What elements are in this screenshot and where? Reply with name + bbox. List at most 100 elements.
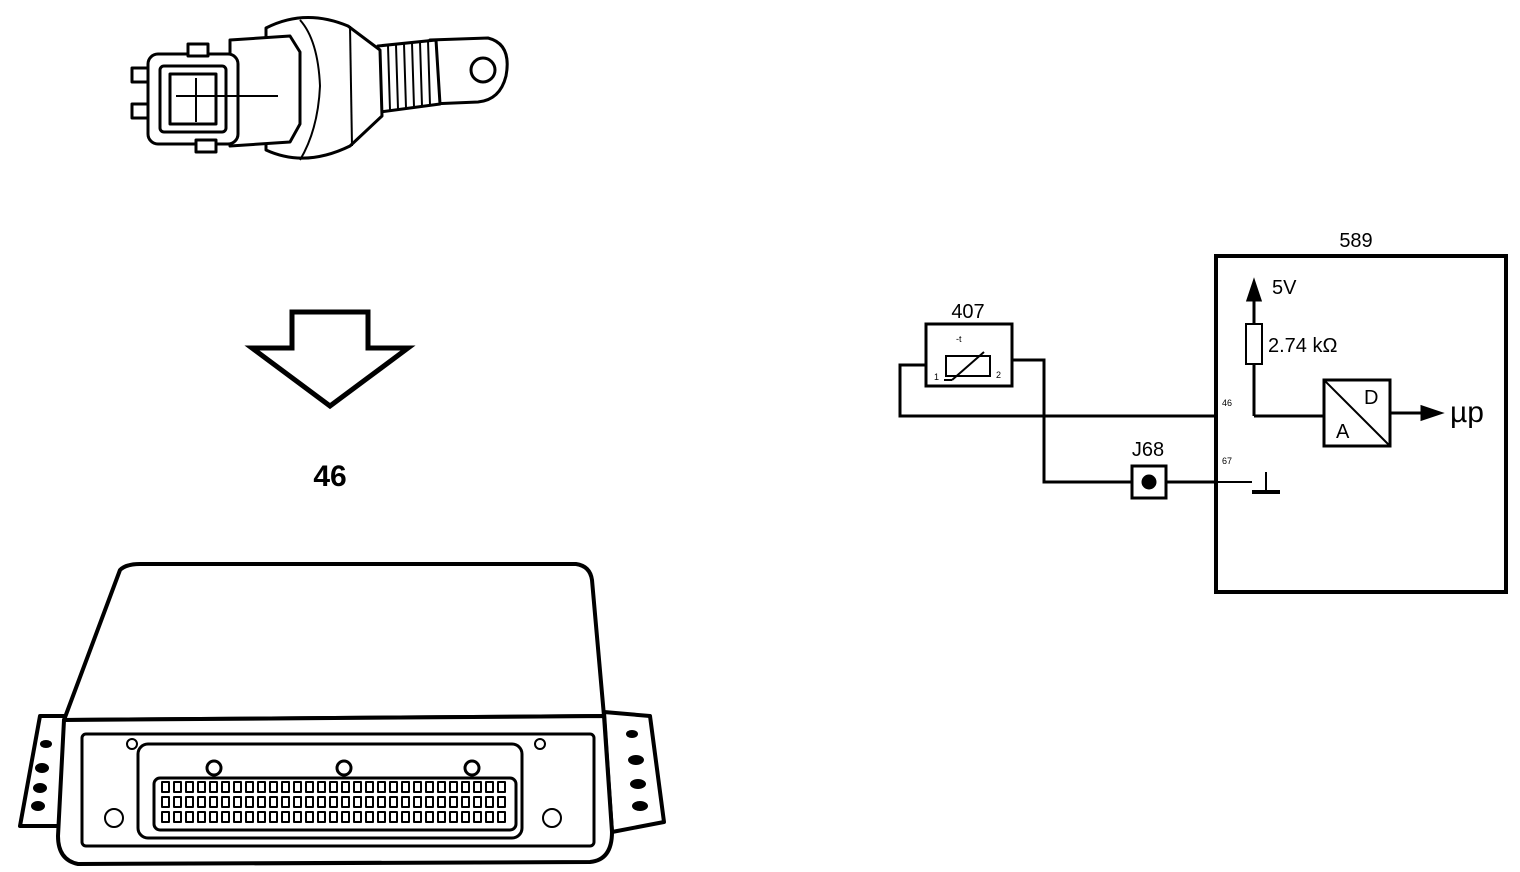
connector-pin <box>209 781 218 793</box>
connector-pin <box>329 781 338 793</box>
sensor-box <box>924 322 1014 388</box>
temperature-sensor-illustration <box>130 16 509 161</box>
connector-pin <box>305 796 314 808</box>
connector-pin <box>197 796 206 808</box>
connector-pin <box>305 781 314 793</box>
connector-pin <box>377 781 386 793</box>
connector-pin <box>401 796 410 808</box>
output-arrow-icon <box>1420 404 1445 422</box>
connector-pin <box>461 781 470 793</box>
connector-pin <box>425 811 434 823</box>
connector-pin <box>269 811 278 823</box>
supply-label: 5V <box>1272 277 1297 299</box>
thermistor-symbol <box>945 355 991 377</box>
connector-pin <box>365 811 374 823</box>
connector-pin <box>497 811 506 823</box>
connector-pin <box>269 796 278 808</box>
connector-pin <box>353 796 362 808</box>
ecu-illustration <box>18 562 666 866</box>
connector-pin <box>449 781 458 793</box>
connector-pin <box>317 811 326 823</box>
connector-pin <box>209 796 218 808</box>
connector-pin <box>221 796 230 808</box>
connector-pin <box>461 796 470 808</box>
connector-pin <box>293 811 302 823</box>
resistor-label: 2.74 kΩ <box>1268 335 1337 357</box>
ecu-box <box>1214 254 1508 594</box>
connector-pin <box>377 796 386 808</box>
connector-pin <box>329 796 338 808</box>
arrow-label: 46 <box>313 460 346 493</box>
connector-pin <box>317 781 326 793</box>
connector-pin <box>461 811 470 823</box>
connector-pin <box>161 811 170 823</box>
connector-pin <box>161 781 170 793</box>
connector-pin <box>161 796 170 808</box>
connector-pin <box>257 796 266 808</box>
connector-pin <box>413 811 422 823</box>
connector-pin <box>353 811 362 823</box>
connector-pin <box>233 796 242 808</box>
connector-pin <box>389 811 398 823</box>
sensor-pin1-label: 1 <box>934 372 939 382</box>
connector-pin <box>437 811 446 823</box>
supply-arrow-icon <box>1245 277 1263 302</box>
pin-ground-label: 67 <box>1222 456 1232 466</box>
connector-pin <box>173 796 182 808</box>
connector-pin <box>317 796 326 808</box>
junction-j68 <box>1130 464 1168 500</box>
connector-pin <box>185 781 194 793</box>
converter-d-label: D <box>1364 387 1378 409</box>
connector-pin <box>197 781 206 793</box>
connector-pin <box>185 796 194 808</box>
converter-a-label: A <box>1336 421 1350 443</box>
connector-pin <box>341 781 350 793</box>
connector-pin <box>209 811 218 823</box>
connector-pin <box>233 811 242 823</box>
connector-pin <box>233 781 242 793</box>
connector-pin <box>413 781 422 793</box>
connector-pin <box>497 796 506 808</box>
connector-pin <box>281 781 290 793</box>
connector-pin <box>173 811 182 823</box>
connector-pin <box>449 811 458 823</box>
connector-pin <box>221 781 230 793</box>
connector-pin <box>257 781 266 793</box>
connector-pin <box>485 796 494 808</box>
connector-pin <box>197 811 206 823</box>
connector-pin <box>437 796 446 808</box>
connector-pin <box>245 796 254 808</box>
pin-signal-label: 46 <box>1222 398 1232 408</box>
connector-pin <box>353 781 362 793</box>
sensor-symbol-label: -t <box>956 334 962 344</box>
connector-pin <box>413 796 422 808</box>
connector-pin <box>281 811 290 823</box>
connector-pin <box>173 781 182 793</box>
output-label: µp <box>1450 396 1484 429</box>
connector-pin <box>365 781 374 793</box>
connector-pin <box>185 811 194 823</box>
connector-pin <box>473 781 482 793</box>
sensor-pin2-label: 2 <box>996 370 1001 380</box>
connector-pin <box>341 811 350 823</box>
connector-pin <box>293 796 302 808</box>
connector-pin <box>449 796 458 808</box>
connector-pin <box>293 781 302 793</box>
connector-pin <box>473 811 482 823</box>
connector-pin <box>425 796 434 808</box>
connector-pin <box>485 781 494 793</box>
connector-pin <box>389 781 398 793</box>
connector-pin <box>341 796 350 808</box>
connector-pin <box>245 781 254 793</box>
connector-pin <box>437 781 446 793</box>
resistor-symbol <box>1245 323 1263 365</box>
down-arrow-icon <box>244 309 416 410</box>
connector-pin <box>269 781 278 793</box>
connector-pin <box>329 811 338 823</box>
connector-pin <box>401 811 410 823</box>
ground-icon <box>1252 472 1280 494</box>
connector-pin <box>305 811 314 823</box>
wiring-schematic <box>898 254 1508 594</box>
connector-pin <box>473 796 482 808</box>
connector-pin <box>221 811 230 823</box>
